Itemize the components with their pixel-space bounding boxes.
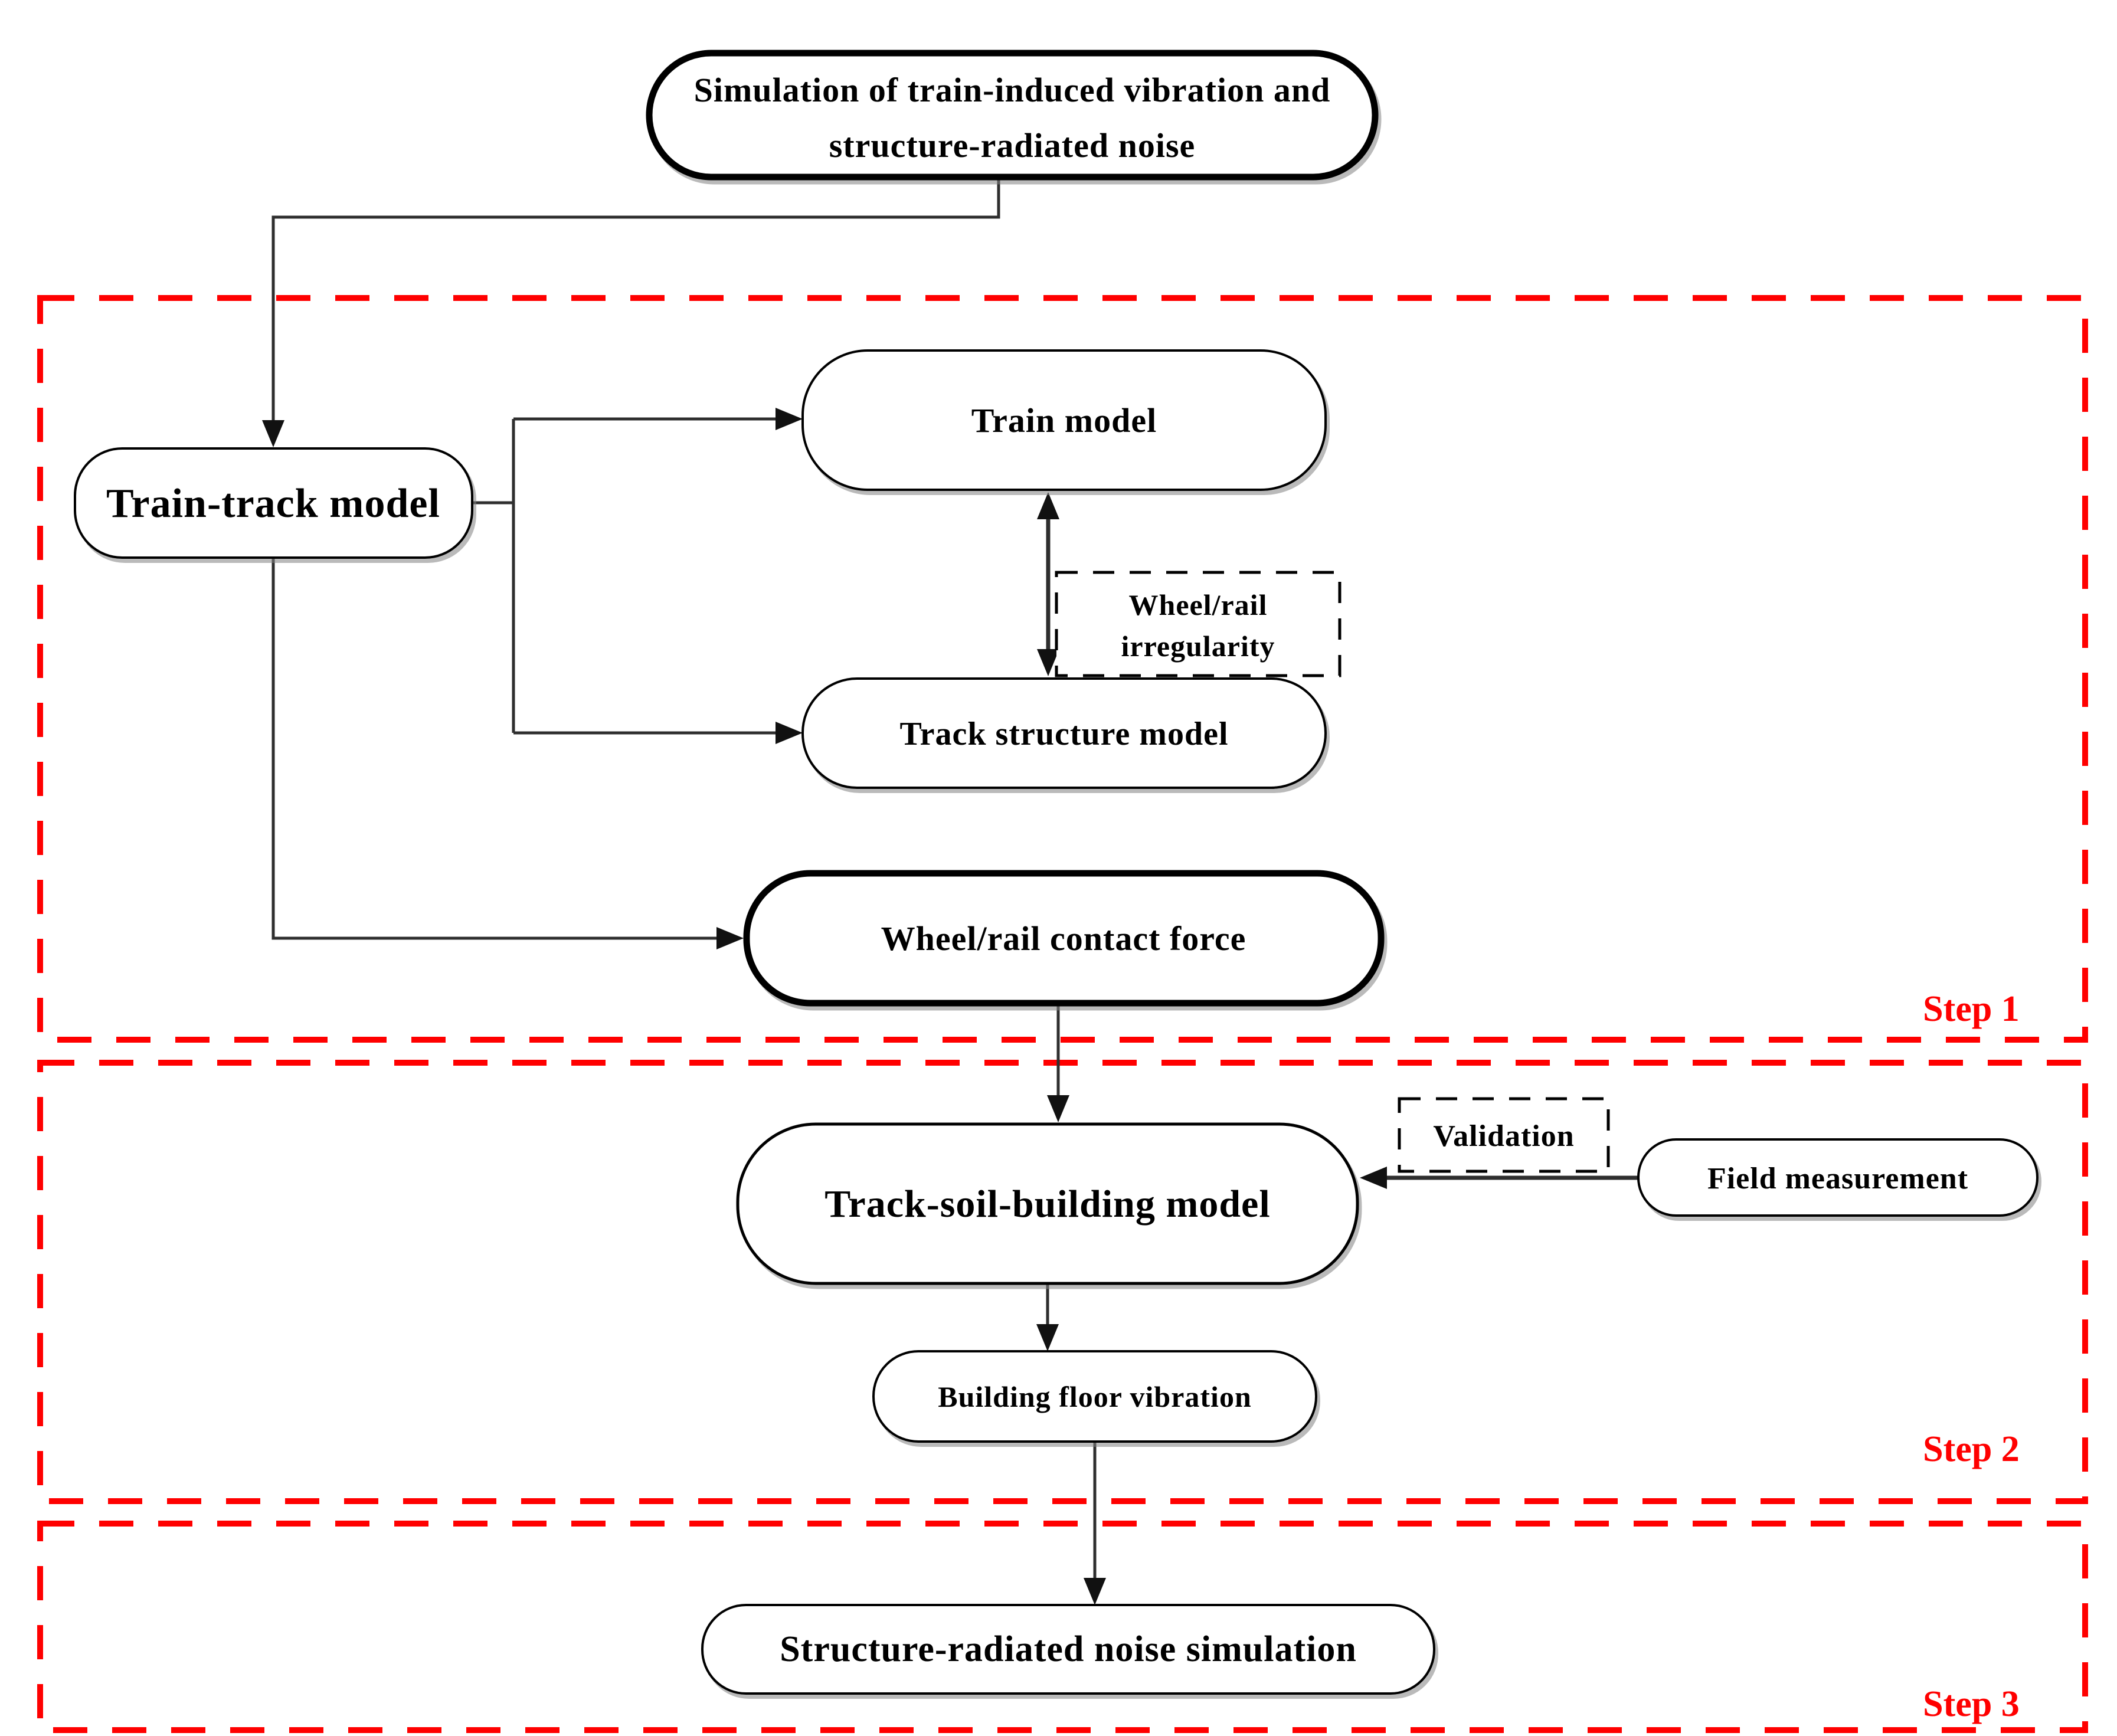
connector-branch	[472, 408, 803, 744]
step3-label: Step 3	[1923, 1684, 2020, 1724]
step1-frame-group: Step 1	[37, 295, 2088, 1043]
step2-label: Step 2	[1923, 1429, 2020, 1469]
track-soil-building-model-box	[736, 1122, 1359, 1285]
wheel-rail-irregularity-line2: irregularity	[1121, 630, 1275, 663]
arrowhead-right-contact-force	[716, 927, 744, 949]
node-train-track-model: Train-track model	[74, 447, 473, 559]
title-line2: structure-radiated noise	[829, 126, 1196, 165]
node-wheel-rail-irregularity: Wheel/rail irregularity	[1055, 571, 1341, 677]
field-measurement-box	[1637, 1138, 2039, 1217]
connector-wheel-rail-interaction	[1037, 492, 1059, 676]
step3-frame	[37, 1521, 2088, 1733]
node-title: Simulation of train-induced vibration an…	[646, 50, 1379, 181]
step2-frame	[37, 1060, 2088, 1504]
step3-frame-group: Step 3	[37, 1521, 2088, 1733]
connector-field-to-tsb	[1360, 1167, 1638, 1189]
connector-floor-to-noise	[1084, 1442, 1106, 1605]
node-train-model: Train model	[801, 349, 1327, 491]
contact-force-feed-line	[271, 558, 718, 940]
track-structure-model-label: Track structure model	[899, 716, 1228, 752]
connector-title-line	[271, 177, 1000, 420]
arrowhead-right-track-structure	[776, 722, 803, 744]
structure-radiated-noise-box	[701, 1604, 1435, 1695]
train-model-label: Train model	[971, 401, 1157, 440]
step1-frame	[37, 295, 2088, 1043]
arrowhead-right-train-model	[776, 408, 803, 430]
wheel-rail-irregularity-line1: Wheel/rail	[1129, 588, 1268, 621]
node-track-soil-building-model: Track-soil-building model	[736, 1122, 1359, 1285]
validation-label: Validation	[1433, 1119, 1574, 1153]
node-track-structure-model: Track structure model	[801, 677, 1327, 789]
node-structure-radiated-noise-simulation: Structure-radiated noise simulation	[701, 1604, 1435, 1695]
building-floor-vibration-label: Building floor vibration	[938, 1380, 1252, 1413]
field-measurement-label: Field measurement	[1707, 1162, 1968, 1195]
arrowhead-down-noise	[1084, 1578, 1106, 1605]
arrowhead-left-tsb	[1360, 1167, 1387, 1189]
arrowhead-down-floor	[1036, 1324, 1059, 1351]
arrowhead-down-tsb	[1047, 1095, 1069, 1122]
connector-contact-force-to-tsb	[1047, 1003, 1069, 1122]
wheel-rail-irregularity-box	[1055, 571, 1341, 677]
train-track-model-label: Train-track model	[106, 481, 440, 526]
wheel-rail-contact-force-label: Wheel/rail contact force	[881, 919, 1246, 958]
structure-radiated-noise-label: Structure-radiated noise simulation	[780, 1629, 1357, 1669]
step1-label: Step 1	[1923, 989, 2020, 1029]
train-track-model-box	[74, 447, 473, 559]
node-validation: Validation	[1398, 1097, 1610, 1173]
connector-tsb-to-floor	[1036, 1283, 1059, 1351]
step2-frame-group: Step 2	[37, 1060, 2088, 1504]
node-building-floor-vibration: Building floor vibration	[872, 1350, 1317, 1443]
connector-train-track-to-contact-force	[271, 558, 744, 949]
building-floor-vibration-box	[872, 1350, 1317, 1443]
validation-box	[1398, 1097, 1610, 1173]
track-structure-model-box	[801, 677, 1327, 789]
title-box	[646, 50, 1379, 181]
connector-title-to-train-track	[262, 177, 1000, 447]
wheel-rail-contact-force-box	[743, 870, 1385, 1007]
arrowhead-down-train-track	[262, 420, 284, 447]
title-line1: Simulation of train-induced vibration an…	[694, 71, 1331, 109]
arrowhead-up-train-model	[1037, 492, 1059, 519]
node-field-measurement: Field measurement	[1637, 1138, 2039, 1217]
node-wheel-rail-contact-force: Wheel/rail contact force	[743, 870, 1385, 1007]
train-model-box	[801, 349, 1327, 491]
track-soil-building-model-label: Track-soil-building model	[824, 1183, 1270, 1226]
arrowhead-down-track-structure	[1037, 649, 1059, 676]
